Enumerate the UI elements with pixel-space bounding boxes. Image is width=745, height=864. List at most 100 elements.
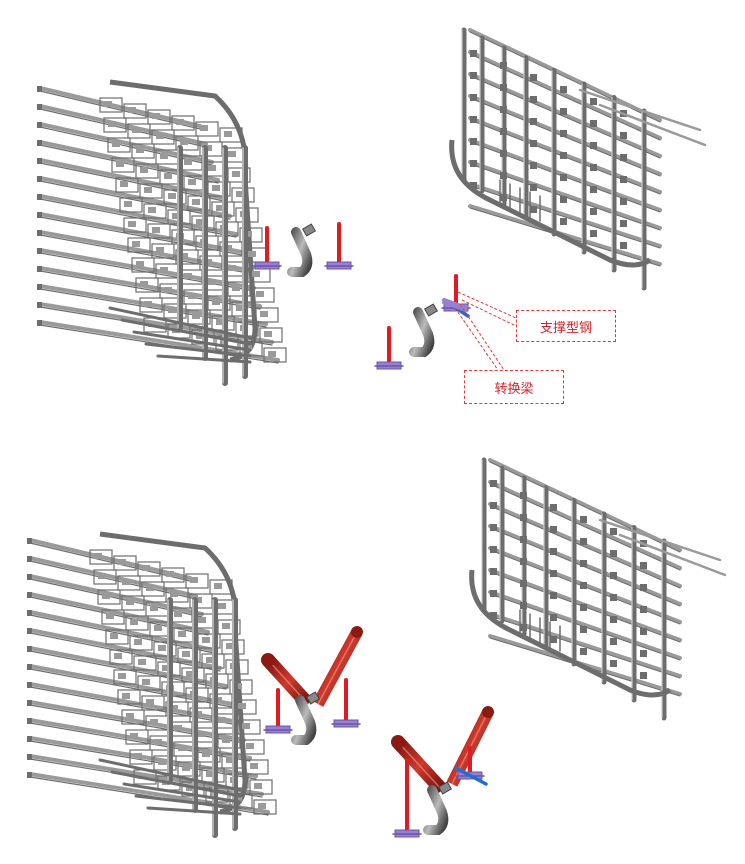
beam-end-plate [37,140,42,146]
core-grid-cell [171,115,195,131]
frame-joint [550,614,557,621]
frame-joint [580,648,587,655]
core-grid-cell [117,689,141,705]
core-node [190,577,198,583]
core-grid-cell [195,121,219,137]
frame-joint [580,516,587,523]
cantilever-beam-edge [29,740,257,780]
beam-end-plate [37,122,42,128]
core-grid-cell [93,569,117,585]
core-grid-cell [151,129,175,145]
core-grid-cell [185,573,209,589]
frame-joint [640,562,647,569]
core-grid-cell [255,307,279,323]
frame-joint [550,570,557,577]
core-grid-cell [103,117,127,133]
cantilever-beam-edge [29,632,221,672]
frame-joint [560,174,567,181]
frame-joint [500,128,507,135]
elbow-flange [305,691,321,705]
floor-beam [108,306,252,340]
core-node [140,167,148,173]
core-node [226,643,234,649]
cantilever-beam [38,158,226,200]
core-node [208,165,216,171]
core-node [146,699,154,705]
core-node [182,651,190,657]
inclined-strut-end [391,735,405,749]
core-grid-cell [239,227,263,243]
cantilever-beam-edge [39,180,231,220]
left-frame-top [37,79,287,386]
curved-edge-beam [449,139,652,268]
core-grid-cell [121,595,145,611]
core-node [228,151,236,157]
core-grid-cell [229,679,253,695]
transfer-parts-bottom [261,626,494,838]
beam-end-plate [27,628,32,634]
core-node [192,199,200,205]
frame-joint [490,502,497,509]
core-node [168,193,176,199]
frame-joint [590,186,597,193]
core-grid-cell [101,609,125,625]
core-node [126,713,134,719]
core-node [184,273,192,279]
core-node [238,703,246,709]
cantilever-beam [28,592,210,634]
core-node [232,171,240,177]
cantilever-beam [28,682,240,724]
core-grid-cell [113,669,137,685]
frame-joint [500,172,507,179]
core-node [178,631,186,637]
cantilever-beam-edge [39,162,225,202]
core-grid-cell [141,695,165,711]
core-node [208,279,216,285]
frame-joint [580,604,587,611]
frame-joint [610,528,617,535]
core-node [122,693,130,699]
core-grid-cell [259,327,283,343]
core-grid-cell [105,629,129,645]
storey-beam [488,480,682,570]
core-grid-cell [129,749,153,765]
frame-joint [470,72,477,79]
frame-joint [590,230,597,237]
beam-end-plate [27,772,32,778]
core-grid-cell [131,257,155,273]
frame-joint [520,514,527,521]
core-node [116,161,124,167]
core-node [248,251,256,257]
roof-brace [618,533,727,577]
core-node [174,725,182,731]
beam-end-plate [27,610,32,616]
core-node [158,645,166,651]
core-grid-cell [165,701,189,717]
frame-joint [640,606,647,613]
inclined-strut-end [351,626,363,638]
cantilever-beam-edge [29,668,233,708]
cantilever-beam-edge [39,108,207,148]
beam-end-plate [27,592,32,598]
core-grid-cell [99,97,123,113]
beam-end-plate [37,194,42,200]
core-grid-cell [147,223,171,239]
beam-end-plate [27,664,32,670]
frame-joint [490,568,497,575]
core-grid-cell [119,197,143,213]
core-grid-cell [187,195,211,211]
frame-joint [620,220,627,227]
core-grid-cell [111,157,135,173]
cantilever-beam-edge [29,596,209,636]
cantilever-beam [28,610,216,652]
core-node [148,207,156,213]
core-node [126,599,134,605]
post-base-plate [441,297,469,313]
frame-joint [620,132,627,139]
elbow-flange [437,781,453,795]
core-node [132,127,140,133]
frame-joint [520,492,527,499]
core-node [196,219,204,225]
frame-joint [560,152,567,159]
core-node [152,113,160,119]
